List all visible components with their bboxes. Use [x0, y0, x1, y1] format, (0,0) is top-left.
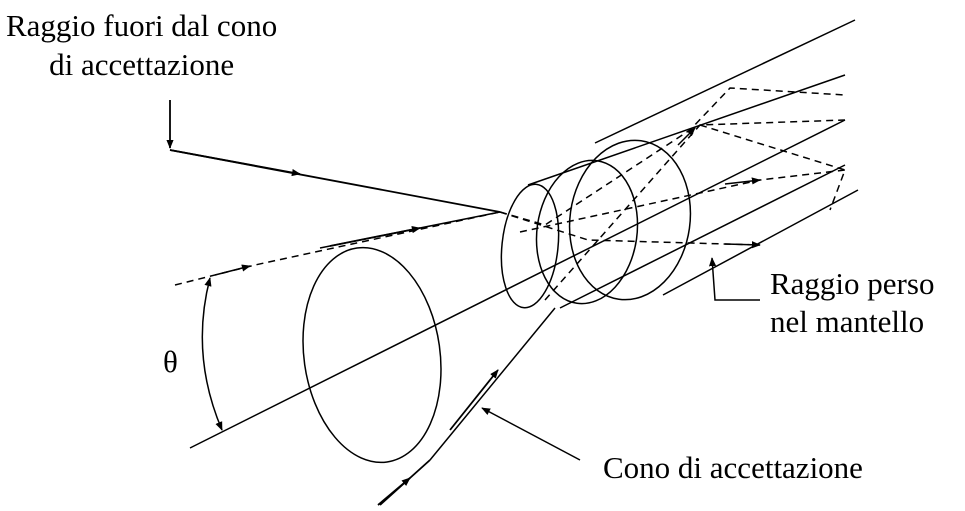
ray-to-right: [700, 125, 845, 210]
ray-outside-label-line1: Raggio fuori dal cono: [6, 8, 278, 43]
cone-base-ellipse: [290, 239, 455, 472]
acceptance-ray-bottom-arrow: [378, 478, 411, 505]
acceptance-rays: [330, 226, 498, 505]
ray-lost-label-line2: nel mantello: [770, 304, 925, 339]
acceptance-cone-label: Cono di accettazione: [603, 450, 863, 485]
ray-outside-label-line2: di accettazione: [49, 47, 235, 82]
cone-bottom-edge: [430, 308, 555, 460]
refracted-ray-lost: [500, 212, 760, 245]
acceptance-ray-bottom-arrow2: [450, 369, 498, 430]
ray-outside-arrow: [170, 150, 301, 177]
acceptance-ray-top-arrow: [330, 226, 421, 246]
theta-arc: [202, 277, 222, 431]
guided-arrow-1: [678, 127, 696, 145]
incoming-dashed-ray: [175, 212, 500, 285]
incoming-ray-arrow: [215, 264, 251, 275]
theta-label: θ: [163, 344, 178, 379]
fiber-axis: [190, 120, 845, 448]
guided-arrow-2: [725, 177, 761, 184]
ray-lost-label-line1: Raggio perso: [770, 266, 935, 301]
ray-lost-label: Raggio perso nel mantello: [770, 268, 934, 337]
ray-lost-arrow: [725, 241, 761, 249]
cladding-ellipse-front: [559, 132, 700, 307]
fiber-core: [496, 75, 845, 311]
lost-label-pointer: [708, 257, 760, 300]
ray-outside-cone-label: Raggio fuori dal cono di accettazione: [6, 10, 277, 80]
guided-ray-1: [500, 88, 845, 225]
dashed-rays: [175, 88, 845, 300]
cladding-ellipse-mid: [527, 154, 646, 311]
core-bottom-line: [560, 165, 845, 308]
ray-outside-cone: [166, 100, 500, 212]
acceptance-cone: [290, 212, 555, 471]
core-end-face: [496, 181, 565, 310]
cladding-top-line: [595, 20, 855, 143]
core-top-line: [528, 75, 845, 185]
cone-label-pointer: [481, 408, 580, 460]
